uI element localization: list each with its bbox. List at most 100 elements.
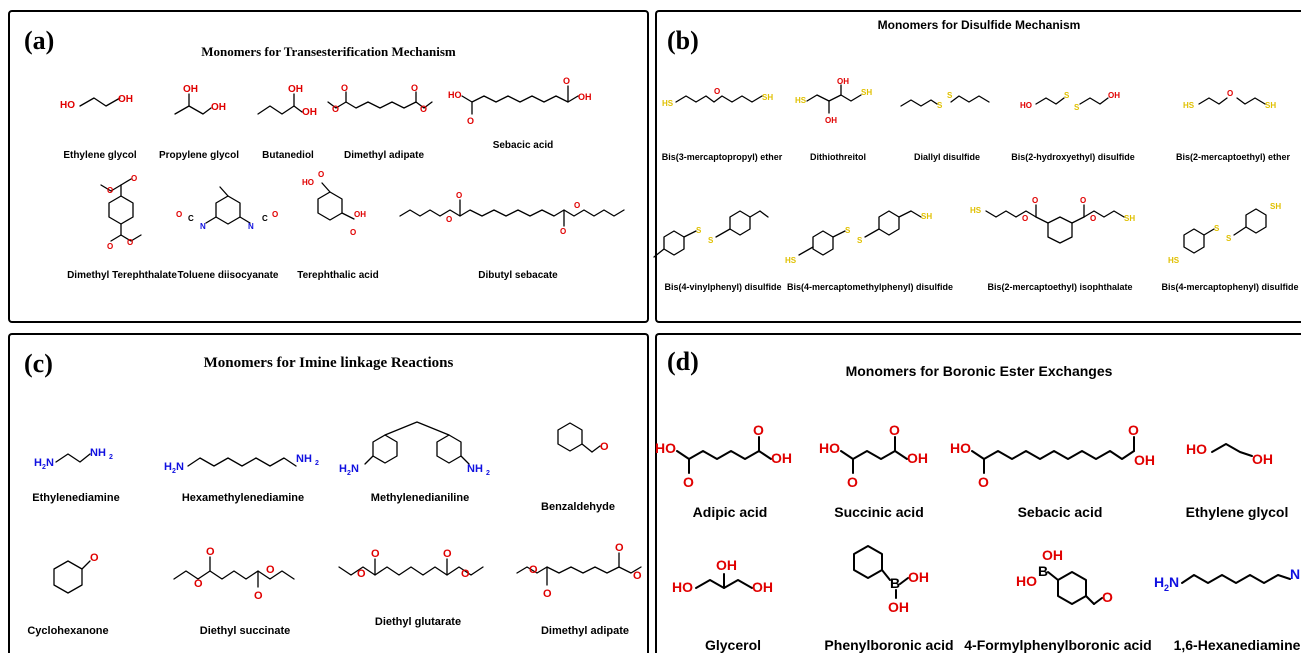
molecule-label: Diallyl disulfide xyxy=(913,152,981,162)
molecule-label: Glycerol xyxy=(704,637,762,653)
svg-text:C: C xyxy=(262,214,268,223)
svg-text:O: O xyxy=(194,578,203,590)
structure-ethylenediamine: H 2 N NH 2 xyxy=(34,447,113,471)
panel-a: (a) Monomers for Transesterification Mec… xyxy=(8,10,649,323)
svg-text:OH: OH xyxy=(1042,547,1063,563)
svg-text:O: O xyxy=(529,564,538,576)
svg-text:O: O xyxy=(357,568,366,580)
svg-text:HO: HO xyxy=(655,440,676,456)
panel-letter: (d) xyxy=(667,347,699,376)
svg-text:O: O xyxy=(615,542,624,554)
molecule-label: Adipic acid xyxy=(692,504,768,520)
structure-bis-4-mercaptophenyl-disulfide: HS S S SH xyxy=(1168,202,1281,265)
structure-phenylboronic-acid: B OH OH xyxy=(853,545,929,615)
svg-text:O: O xyxy=(574,201,580,210)
svg-text:HS: HS xyxy=(1183,101,1195,110)
svg-text:O: O xyxy=(371,548,380,560)
svg-text:O: O xyxy=(176,210,182,219)
molecule-label: Dimethyl adipate xyxy=(540,625,630,637)
svg-text:O: O xyxy=(714,87,720,96)
svg-text:O: O xyxy=(332,104,339,114)
svg-text:O: O xyxy=(411,83,418,93)
svg-text:S: S xyxy=(1074,103,1080,112)
molecule-label: Ethylene glycol xyxy=(63,150,137,161)
svg-text:HO: HO xyxy=(1020,101,1032,110)
svg-text:O: O xyxy=(1128,422,1139,438)
structure-terephthalic-acid: HO O OH O xyxy=(302,170,366,237)
structure-sebacic-acid: HO O O OH xyxy=(448,76,592,126)
molecule-label: 4-Formylphenylboronic acid xyxy=(964,637,1152,653)
svg-text:2: 2 xyxy=(1164,583,1169,593)
svg-text:OH: OH xyxy=(211,102,226,113)
svg-text:O: O xyxy=(456,191,462,200)
structure-4-formylphenylboronic-acid: OH B HO O xyxy=(1016,547,1113,605)
svg-text:O: O xyxy=(978,474,989,490)
svg-text:HO: HO xyxy=(1016,573,1037,589)
svg-text:O: O xyxy=(1227,89,1233,98)
structure-1-6-hexanediamine: H 2 N NH 2 xyxy=(1154,566,1301,593)
panel-title: Monomers for Disulfide Mechanism xyxy=(877,18,1081,32)
svg-text:2: 2 xyxy=(315,460,319,467)
structure-cyclohexanone: O xyxy=(53,552,99,594)
panel-title: Monomers for Boronic Ester Exchanges xyxy=(845,363,1113,379)
svg-text:S: S xyxy=(937,101,943,110)
svg-text:OH: OH xyxy=(288,84,303,95)
structure-dimethyl-adipate-c: O O O O xyxy=(516,542,642,600)
svg-text:O: O xyxy=(254,590,263,602)
svg-text:SH: SH xyxy=(1124,214,1135,223)
svg-text:SH: SH xyxy=(762,93,773,102)
svg-text:O: O xyxy=(560,227,566,236)
svg-text:OH: OH xyxy=(771,450,792,466)
svg-text:OH: OH xyxy=(183,84,198,95)
molecule-label: Toluene diisocyanate xyxy=(177,270,279,281)
molecule-label: Ethylene glycol xyxy=(1185,504,1289,520)
molecule-label: Methylenedianiline xyxy=(370,492,470,504)
structure-bis-2-mercaptoethyl-isophthalate: HS O O O O SH xyxy=(970,196,1135,244)
molecule-label: 1,6-Hexanediamine xyxy=(1173,637,1301,653)
svg-text:2: 2 xyxy=(486,470,490,477)
molecule-label: Dibutyl sebacate xyxy=(478,270,558,281)
svg-text:S: S xyxy=(1064,91,1070,100)
svg-text:H: H xyxy=(164,461,172,473)
structure-ethylene-glycol-d: HO OH xyxy=(1186,441,1273,467)
svg-text:O: O xyxy=(1022,214,1028,223)
svg-text:OH: OH xyxy=(1252,451,1273,467)
panel-title: Monomers for Imine linkage Reactions xyxy=(203,355,454,371)
svg-text:HS: HS xyxy=(785,256,797,265)
svg-text:O: O xyxy=(420,104,427,114)
svg-text:S: S xyxy=(845,226,851,235)
svg-text:O: O xyxy=(206,546,215,558)
svg-text:HO: HO xyxy=(1186,441,1207,457)
panel-title: Monomers for Transesterification Mechani… xyxy=(201,44,456,59)
svg-text:HS: HS xyxy=(662,99,674,108)
molecule-label: Terephthalic acid xyxy=(297,270,379,281)
molecule-label: Bis(4-mercaptophenyl) disulfide xyxy=(1161,282,1299,292)
svg-text:S: S xyxy=(1226,234,1232,243)
panel-letter: (b) xyxy=(667,26,699,55)
svg-text:2: 2 xyxy=(347,470,351,477)
structure-bis-4-vinylphenyl-disulfide: S S xyxy=(653,210,769,258)
molecule-label: Diethyl glutarate xyxy=(374,616,462,628)
structure-sebacic-acid-d: HO O O OH xyxy=(950,422,1155,490)
svg-text:H: H xyxy=(34,457,42,469)
molecule-label: Diethyl succinate xyxy=(199,625,291,637)
svg-text:N: N xyxy=(1169,574,1179,590)
svg-text:OH: OH xyxy=(908,569,929,585)
svg-text:2: 2 xyxy=(109,454,113,461)
svg-text:H: H xyxy=(339,463,347,475)
structure-ethylene-glycol: HO OH xyxy=(60,94,133,111)
svg-text:HS: HS xyxy=(1168,256,1180,265)
svg-text:NH: NH xyxy=(90,447,106,459)
svg-text:O: O xyxy=(266,564,275,576)
svg-text:O: O xyxy=(1080,196,1086,205)
molecule-label: Bis(2-mercaptoethyl) isophthalate xyxy=(987,282,1133,292)
svg-text:S: S xyxy=(857,236,863,245)
svg-text:N: N xyxy=(176,461,184,473)
svg-text:SH: SH xyxy=(1265,101,1276,110)
svg-text:O: O xyxy=(107,242,113,251)
structure-dibutyl-sebacate: O O O O xyxy=(399,191,625,236)
structure-bis-2-hydroxyethyl-disulfide: HO S S OH xyxy=(1020,91,1120,112)
svg-text:B: B xyxy=(1038,563,1048,579)
structure-bis-2-mercaptoethyl-ether: HS O SH xyxy=(1183,89,1276,110)
svg-text:O: O xyxy=(1102,589,1113,605)
